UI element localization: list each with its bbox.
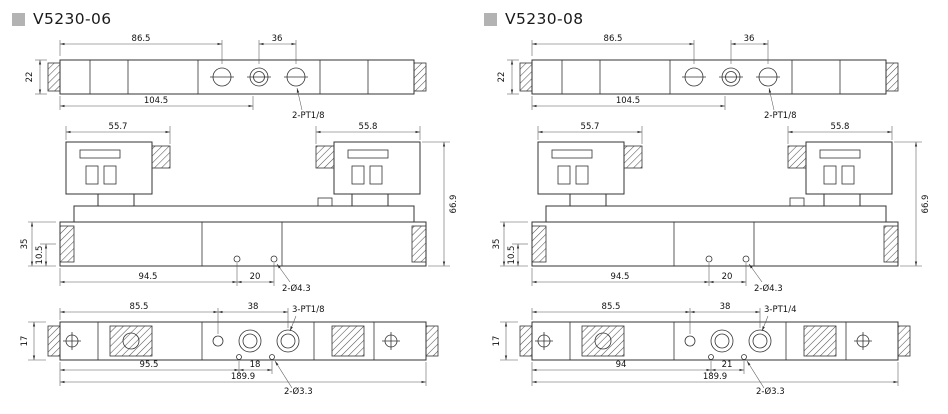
front-view: 55.7 55.8 66.9 35 10.5 bbox=[492, 122, 931, 294]
dim-bottom-hole-gap: 21 bbox=[722, 360, 733, 370]
dim-mount-hole-gap: 20 bbox=[722, 272, 733, 282]
top-view-body bbox=[47, 59, 427, 95]
dim-port-axis-offset: 10.5 bbox=[507, 246, 517, 265]
dim-overall-height: 66.9 bbox=[921, 195, 931, 214]
dim-bottom-hole-span: 94 bbox=[616, 360, 627, 370]
dim-bottom-hole-label: 2-Ø3.3 bbox=[284, 386, 313, 397]
dim-mount-hole-label: 2-Ø4.3 bbox=[754, 283, 783, 294]
dim-bottom-port-spacing: 38 bbox=[720, 302, 731, 312]
dim-front-body-height: 35 bbox=[492, 239, 502, 250]
panel-header: V5230-08 bbox=[474, 2, 946, 30]
bottom-view-dimensions: 85.5 38 3-PT1/8 17 95.5 18 2-Ø bbox=[20, 302, 427, 397]
dim-bottom-body-height: 17 bbox=[492, 336, 502, 347]
drawing-sheet: V5230-06 bbox=[2, 2, 946, 398]
section-bullet-icon bbox=[484, 12, 497, 26]
dim-mount-hole-gap: 20 bbox=[250, 272, 261, 282]
front-view-dimensions: 55.7 55.8 66.9 35 10.5 bbox=[492, 122, 931, 294]
top-view-ports bbox=[682, 67, 780, 87]
panel-title: V5230-08 bbox=[505, 10, 584, 28]
panel-title: V5230-06 bbox=[33, 10, 112, 28]
dim-left-coil-width: 55.7 bbox=[581, 122, 600, 132]
valve-technical-drawing: 86.5 36 22 104.5 2-PT1/8 bbox=[20, 34, 459, 397]
dim-top-width-lower: 104.5 bbox=[616, 96, 640, 106]
dim-top-body-height: 22 bbox=[25, 72, 35, 83]
left-solenoid-connector bbox=[537, 141, 643, 207]
top-view: 86.5 36 22 104.5 2-PT1/8 bbox=[497, 34, 899, 121]
dim-right-coil-width: 55.8 bbox=[359, 122, 378, 132]
top-view-body bbox=[519, 59, 899, 95]
front-view-body bbox=[531, 197, 899, 267]
dim-bottom-width-to-port: 85.5 bbox=[130, 302, 149, 312]
left-solenoid-connector bbox=[65, 141, 171, 207]
front-view-dimensions: 55.7 55.8 66.9 35 10.5 bbox=[20, 122, 459, 294]
front-view-body bbox=[59, 197, 427, 267]
dim-bottom-hole-label: 2-Ø3.3 bbox=[756, 386, 785, 397]
dim-bottom-hole-gap: 18 bbox=[250, 360, 261, 370]
dim-bottom-port-spacing: 38 bbox=[248, 302, 259, 312]
dim-overall-length: 189.9 bbox=[703, 372, 727, 382]
panel-header: V5230-06 bbox=[2, 2, 474, 30]
dim-bottom-width-to-port: 85.5 bbox=[602, 302, 621, 312]
dim-bottom-port-thread: 3-PT1/4 bbox=[764, 305, 796, 315]
dim-bottom-port-thread: 3-PT1/8 bbox=[292, 305, 324, 315]
dim-mount-hole-span: 94.5 bbox=[611, 272, 630, 282]
top-view-ports bbox=[210, 67, 308, 87]
top-view: 86.5 36 22 104.5 2-PT1/8 bbox=[25, 34, 427, 121]
dim-top-port-thread: 2-PT1/8 bbox=[292, 111, 324, 121]
valve-technical-drawing: 86.5 36 22 104.5 2-PT1/8 bbox=[492, 34, 931, 397]
dim-right-coil-width: 55.8 bbox=[831, 122, 850, 132]
dim-top-port-spacing: 36 bbox=[272, 34, 283, 44]
dim-overall-length: 189.9 bbox=[231, 372, 255, 382]
dim-top-width-to-first-port: 86.5 bbox=[132, 34, 151, 44]
dim-port-axis-offset: 10.5 bbox=[35, 246, 45, 265]
top-view-dimensions: 86.5 36 22 104.5 2-PT1/8 bbox=[25, 34, 324, 121]
dim-bottom-body-height: 17 bbox=[20, 336, 30, 347]
section-bullet-icon bbox=[12, 12, 25, 26]
dim-bottom-hole-span: 95.5 bbox=[140, 360, 159, 370]
valve-drawing-panel: V5230-06 bbox=[2, 2, 474, 398]
dim-top-body-height: 22 bbox=[497, 72, 507, 83]
bottom-view: 85.5 38 3-PT1/8 17 95.5 18 2-Ø bbox=[20, 302, 439, 397]
bottom-view-body bbox=[47, 321, 439, 361]
dim-top-port-spacing: 36 bbox=[744, 34, 755, 44]
dim-mount-hole-label: 2-Ø4.3 bbox=[282, 283, 311, 294]
dim-overall-height: 66.9 bbox=[449, 195, 459, 214]
dim-top-width-to-first-port: 86.5 bbox=[604, 34, 623, 44]
valve-drawing-panel: V5230-08 bbox=[474, 2, 946, 398]
dim-front-body-height: 35 bbox=[20, 239, 30, 250]
dim-top-width-lower: 104.5 bbox=[144, 96, 168, 106]
bottom-view-ports bbox=[63, 329, 400, 360]
front-view: 55.7 55.8 66.9 35 10.5 bbox=[20, 122, 459, 294]
bottom-view-ports bbox=[535, 329, 872, 360]
right-solenoid-connector bbox=[315, 141, 421, 207]
bottom-view-dimensions: 85.5 38 3-PT1/4 17 94 21 2-Ø3. bbox=[492, 302, 899, 397]
right-solenoid-connector bbox=[787, 141, 893, 207]
dim-mount-hole-span: 94.5 bbox=[139, 272, 158, 282]
bottom-view: 85.5 38 3-PT1/4 17 94 21 2-Ø3. bbox=[492, 302, 911, 397]
top-view-dimensions: 86.5 36 22 104.5 2-PT1/8 bbox=[497, 34, 796, 121]
dim-top-port-thread: 2-PT1/8 bbox=[764, 111, 796, 121]
dim-left-coil-width: 55.7 bbox=[109, 122, 128, 132]
